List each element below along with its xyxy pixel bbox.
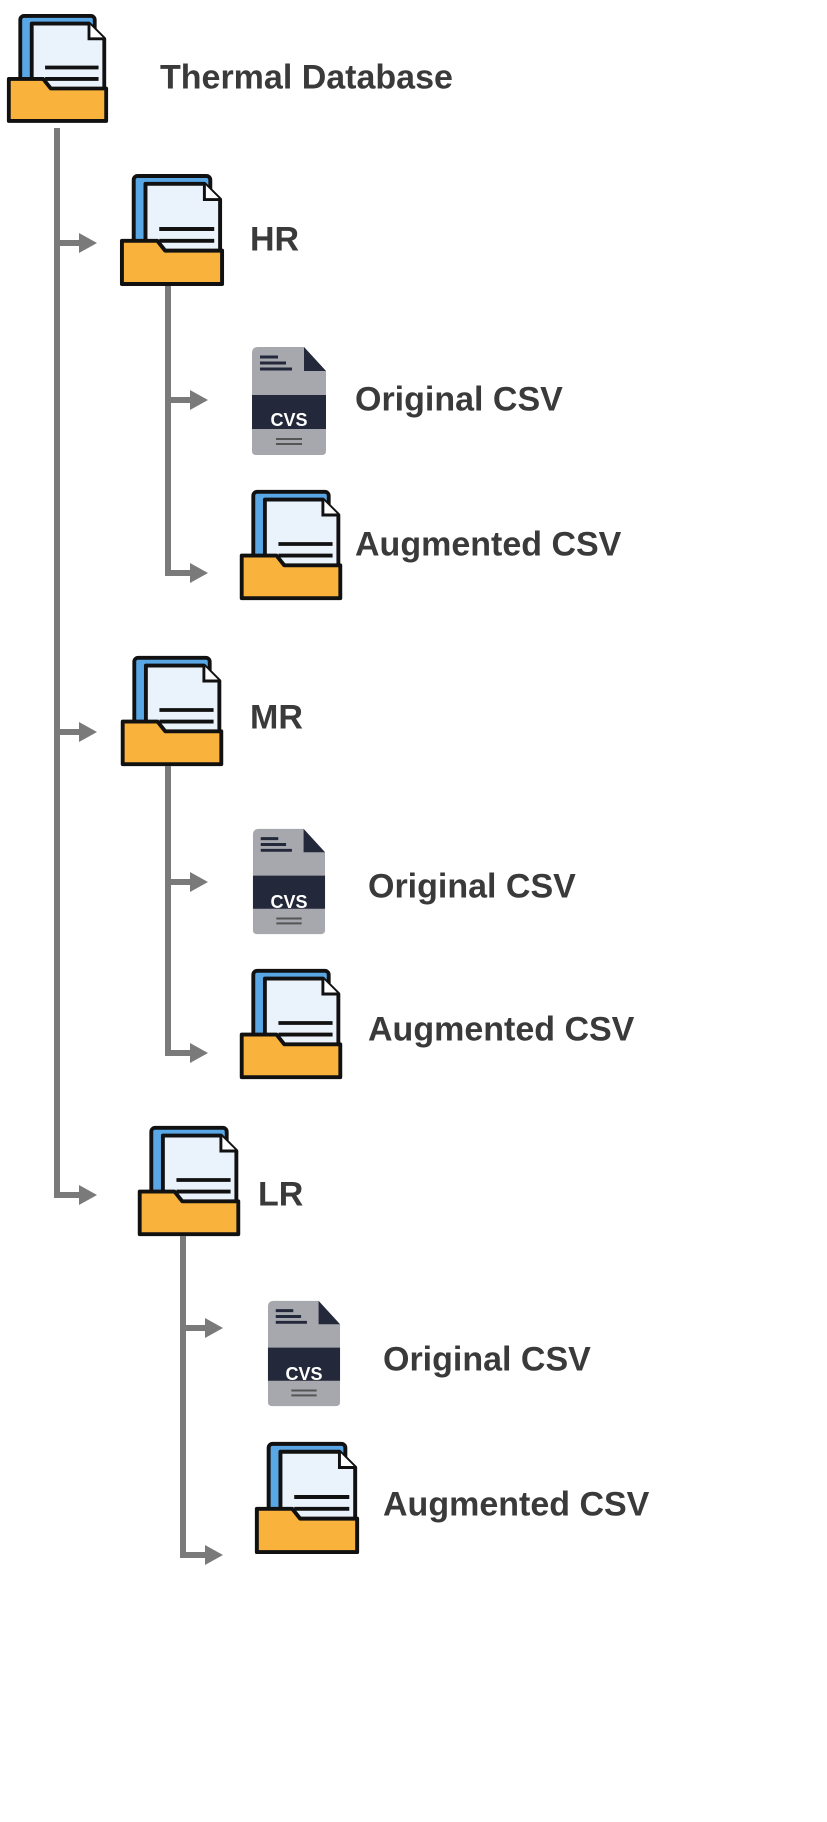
arrow-icon — [183, 1543, 223, 1567]
folder-icon — [236, 965, 346, 1081]
hr-folder-icon — [118, 170, 226, 288]
csv-icon-text: CVS — [285, 1364, 322, 1384]
root-label: Thermal Database — [160, 58, 453, 97]
hr-label: HR — [250, 220, 300, 259]
csv-file-icon: CVS — [248, 825, 330, 937]
csv-file-icon: CVS — [263, 1297, 345, 1409]
root-connector — [54, 128, 60, 1198]
arrow-icon — [57, 231, 97, 255]
lr-connector — [180, 1236, 186, 1558]
lr-label: LR — [258, 1175, 304, 1214]
folder-icon — [252, 1438, 362, 1556]
root-folder-icon — [5, 5, 110, 130]
arrow-icon — [57, 720, 97, 744]
hr-augmented-csv-label: Augmented CSV — [355, 525, 622, 564]
mr-folder-icon — [118, 652, 226, 768]
csv-icon-text: CVS — [270, 892, 307, 912]
hr-original-csv-label: Original CSV — [355, 380, 563, 419]
arrow-icon — [168, 388, 208, 412]
mr-label: MR — [250, 698, 303, 737]
mr-connector — [165, 766, 171, 1056]
folder-icon — [236, 486, 346, 602]
lr-original-csv-label: Original CSV — [383, 1340, 591, 1379]
csv-icon-text: CVS — [270, 410, 307, 430]
arrow-icon — [183, 1316, 223, 1340]
arrow-icon — [57, 1183, 97, 1207]
mr-original-csv-label: Original CSV — [368, 867, 576, 906]
arrow-icon — [168, 1041, 208, 1065]
lr-folder-icon — [135, 1122, 243, 1238]
arrow-icon — [168, 561, 208, 585]
arrow-icon — [168, 870, 208, 894]
lr-augmented-csv-label: Augmented CSV — [383, 1485, 650, 1524]
hr-connector — [165, 286, 171, 576]
mr-augmented-csv-label: Augmented CSV — [368, 1010, 635, 1049]
csv-file-icon: CVS — [248, 343, 330, 458]
